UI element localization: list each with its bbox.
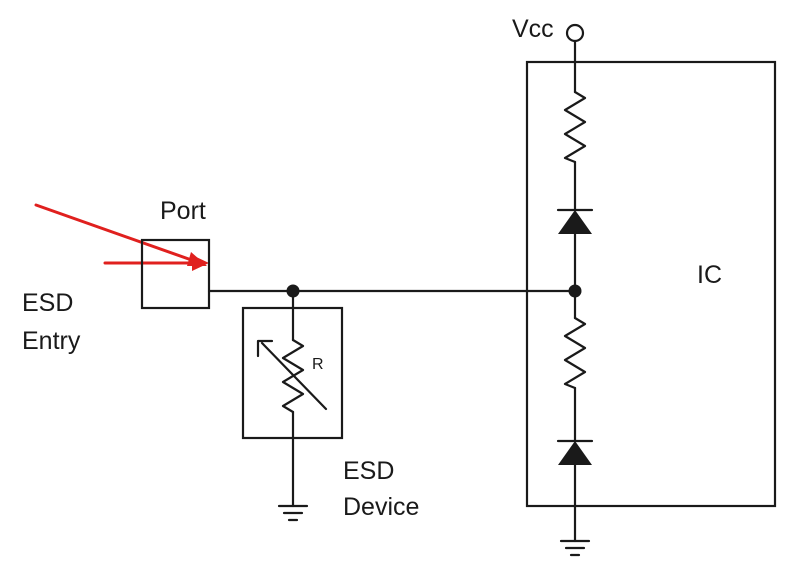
ic-upper-resistor	[563, 90, 587, 164]
vcc-label: Vcc	[512, 15, 554, 43]
esd-entry-label-line1: ESD	[22, 289, 73, 317]
esd-entry-label-line2: Entry	[22, 327, 81, 355]
port-box	[140, 238, 211, 310]
ic-label: IC	[697, 261, 722, 289]
esd-varistor-slash-hook	[256, 339, 274, 358]
esd-ground-icon	[277, 504, 309, 522]
ic-lower-resistor	[563, 316, 587, 390]
esd-device-label-line2: Device	[343, 493, 419, 521]
esd-horizontal-arrow-head	[192, 255, 209, 271]
port-label: Port	[160, 197, 206, 225]
esd-varistor-slash	[260, 341, 328, 411]
ic-upper-diode-icon	[556, 208, 594, 234]
vcc-terminal-icon	[565, 23, 585, 43]
ic-ground-icon	[559, 539, 591, 557]
ic-lower-diode-icon	[556, 439, 594, 465]
resistor-label: R	[312, 356, 324, 373]
esd-device-label-line1: ESD	[343, 457, 394, 485]
esd-entry-arrows	[34, 203, 209, 271]
ic-box	[525, 60, 777, 508]
esd-diagonal-arrow-line	[34, 203, 202, 265]
